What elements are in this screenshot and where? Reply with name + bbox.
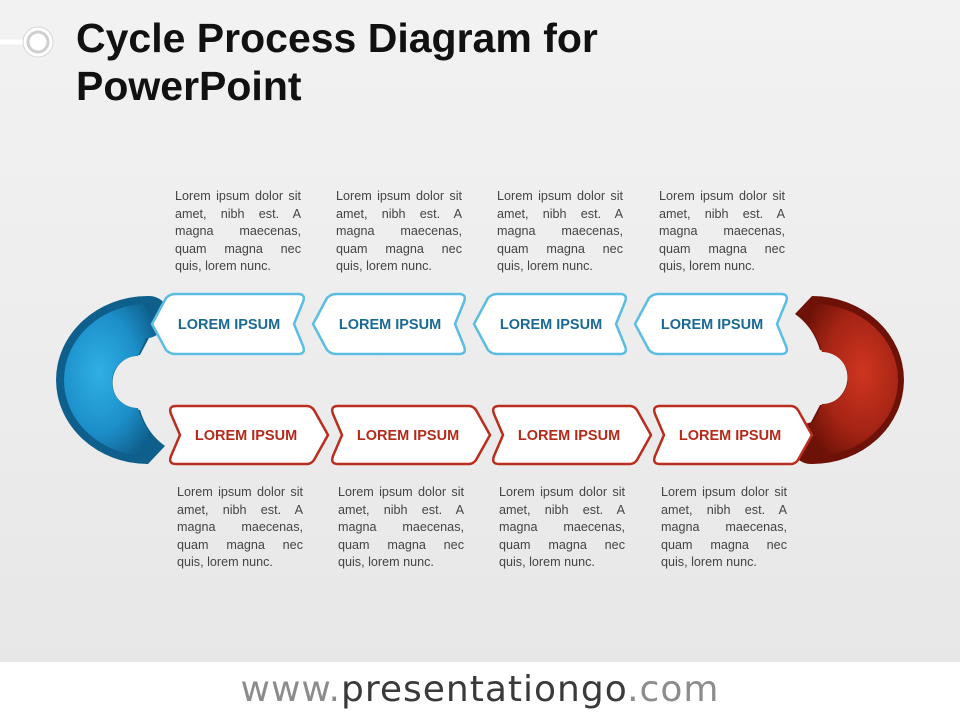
page-title: Cycle Process Diagram for PowerPoint [76,14,776,110]
bottom-step-1-description: Lorem ipsum dolor sit amet, nibh est. A … [177,485,303,570]
title-line-2: PowerPoint [76,63,302,109]
bottom-step-2-description: Lorem ipsum dolor sit amet, nibh est. A … [338,485,464,570]
footer-bar [0,662,960,720]
top-step-2-description: Lorem ipsum dolor sit amet, nibh est. A … [336,189,462,274]
pin-decoration-icon [0,26,54,58]
top-step-3-description: Lorem ipsum dolor sit amet, nibh est. A … [497,189,623,274]
bottom-step-1-label: LOREM IPSUM [195,428,297,444]
top-chevron-2: LOREM IPSUM [311,292,467,356]
top-chevron-1: LOREM IPSUM [150,292,306,356]
top-step-1-description: Lorem ipsum dolor sit amet, nibh est. A … [175,189,301,274]
bottom-chevron-2: LOREM IPSUM [330,404,492,466]
top-step-3-label: LOREM IPSUM [500,317,602,333]
red-return-ring [790,296,904,465]
bottom-step-4-label: LOREM IPSUM [679,428,781,444]
top-chevron-4: LOREM IPSUM [633,292,789,356]
bottom-step-4-description: Lorem ipsum dolor sit amet, nibh est. A … [661,485,787,570]
top-step-1-label: LOREM IPSUM [178,317,280,333]
title-line-1: Cycle Process Diagram for [76,15,598,61]
blue-return-ring [56,295,170,464]
bottom-chevron-3: LOREM IPSUM [491,404,653,466]
bottom-step-2-label: LOREM IPSUM [357,428,459,444]
top-step-4-label: LOREM IPSUM [661,317,763,333]
footer-website-link[interactable]: www.presentationgo.com [0,666,960,714]
footer-url-prefix: www. [240,669,341,710]
top-step-2-label: LOREM IPSUM [339,317,441,333]
top-chevron-3: LOREM IPSUM [472,292,628,356]
bottom-step-3-description: Lorem ipsum dolor sit amet, nibh est. A … [499,485,625,570]
footer-url-brand: presentationgo [341,669,628,710]
top-step-4-description: Lorem ipsum dolor sit amet, nibh est. A … [659,189,785,274]
bottom-chevron-1: LOREM IPSUM [168,404,330,466]
footer-url-suffix: .com [627,669,720,710]
bottom-chevron-4: LOREM IPSUM [652,404,814,466]
bottom-step-3-label: LOREM IPSUM [518,428,620,444]
